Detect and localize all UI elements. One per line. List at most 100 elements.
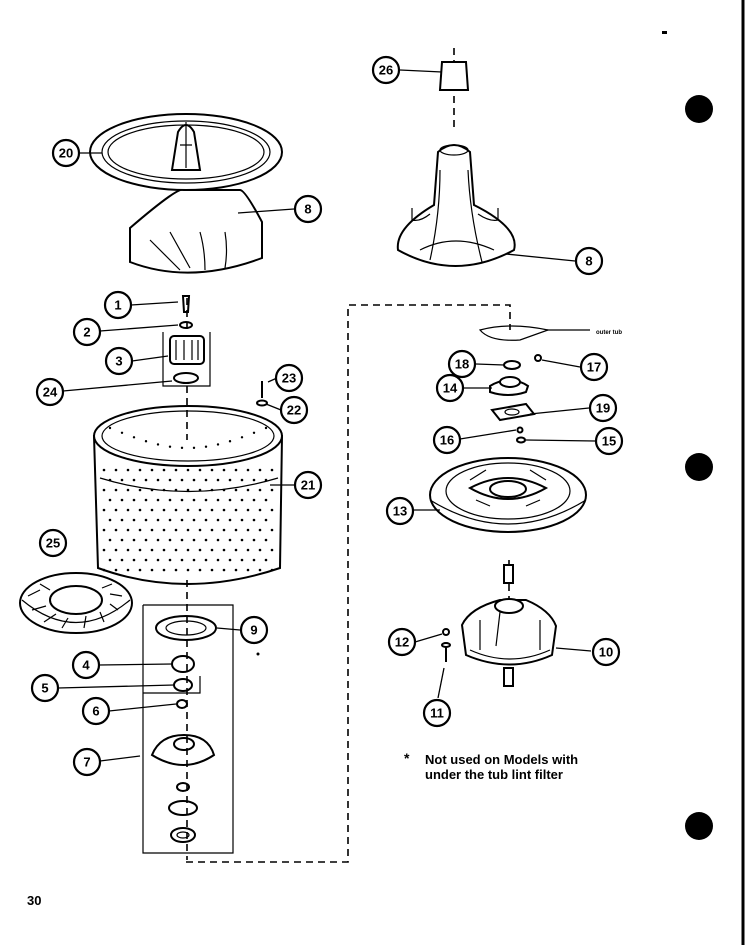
perforation-dot [114,548,118,552]
perforation-dot [186,488,190,492]
perforation-dot [186,568,190,572]
callout-8-left: 8 [293,194,323,224]
svg-text:5: 5 [41,681,48,696]
perforation-dot [252,538,256,542]
perforation-dot [258,508,262,512]
perforation-dot [126,548,130,552]
perforation-dot [174,528,178,532]
svg-text:7: 7 [83,755,90,770]
callout-12: 12 [387,627,417,657]
perforation-dot [264,518,268,522]
perforation-dot [198,508,202,512]
perforation-dot [264,558,268,562]
footnote-line-2: under the tub lint filter [425,767,563,782]
perforation-dot [234,548,238,552]
perforation-dot [168,445,172,448]
perforation-dot [126,568,130,572]
callout-5: 5 [30,673,60,703]
balance-ring-screw [256,381,268,407]
perforation-dot [138,568,142,572]
perforation-dot [126,468,130,472]
svg-text:19: 19 [596,401,610,416]
perforation-dot [108,478,112,482]
corner-mark [662,31,667,34]
perforation-dot [144,558,148,562]
callout-13: 13 [385,496,415,526]
callout-4: 4 [71,650,101,680]
svg-text:1: 1 [114,298,121,313]
perforation-dot [246,488,250,492]
perforation-dot [192,446,196,450]
perforation-dot [132,538,136,542]
perforation-dot [168,518,172,522]
spin-basket [92,405,284,585]
asterisk-dot [256,652,260,656]
perforation-dot [162,548,166,552]
hub-assembly-left [142,604,234,854]
perforation-dot [228,478,232,482]
perforation-dot [240,558,244,562]
perforation-dot [174,548,178,552]
perforation-dot [108,538,112,542]
perforation-dot [234,528,238,532]
svg-text:25: 25 [46,536,60,551]
perforation-dot [114,528,118,532]
callout-23: 23 [274,363,304,393]
perforation-dot [180,498,184,502]
perforation-dot [204,518,208,522]
svg-text:6: 6 [92,704,99,719]
svg-text:22: 22 [287,403,301,418]
perforation-dot [162,488,166,492]
perforation-dot [108,558,112,562]
perforation-dot [138,468,142,472]
page-number: 30 [27,893,42,908]
svg-text:26: 26 [379,63,393,78]
perforation-dot [216,518,220,522]
perforation-dot [186,468,190,472]
perforation-dot [144,498,148,502]
svg-text:14: 14 [443,381,458,396]
perforation-dot [174,488,178,492]
perforation-dot [240,518,244,522]
callout-18: 18 [447,349,477,379]
perforation-dot [246,528,250,532]
callout-9: 9 [239,615,269,645]
perforation-dot [234,468,238,472]
perforation-dot [270,508,274,512]
callout-7: 7 [72,747,102,777]
perforation-dot [192,538,196,542]
perforation-dot [222,508,226,512]
callout-14: 14 [435,373,465,403]
perforation-dot [180,558,184,562]
perforation-dot [270,528,274,532]
perforation-dot [114,508,118,512]
perforation-dot [258,468,262,472]
perforation-dot [156,443,160,446]
binder-hole-middle [685,453,713,481]
svg-text:4: 4 [82,658,90,673]
perforation-dot [216,498,220,502]
callout-24: 24 [35,377,65,407]
perforation-dot [162,468,166,472]
perforation-dot [186,548,190,552]
perforation-dot [126,528,130,532]
svg-text:20: 20 [59,146,73,161]
perforation-dot [258,528,262,532]
perforation-dot [132,518,136,522]
svg-text:8: 8 [585,254,592,269]
perforation-dot [192,518,196,522]
perforation-dot [198,468,202,472]
perforation-dot [204,478,208,482]
perforation-dot [168,558,172,562]
svg-text:2: 2 [83,325,90,340]
perforation-dot [150,508,154,512]
perforation-dot [144,478,148,482]
agitator-left [89,113,283,274]
callout-26: 26 [371,55,401,85]
perforation-dot [264,426,268,430]
svg-text:18: 18 [455,357,469,372]
perforation-dot [258,568,262,572]
agitator-fastener-stack [162,295,211,387]
callout-2: 2 [72,317,102,347]
